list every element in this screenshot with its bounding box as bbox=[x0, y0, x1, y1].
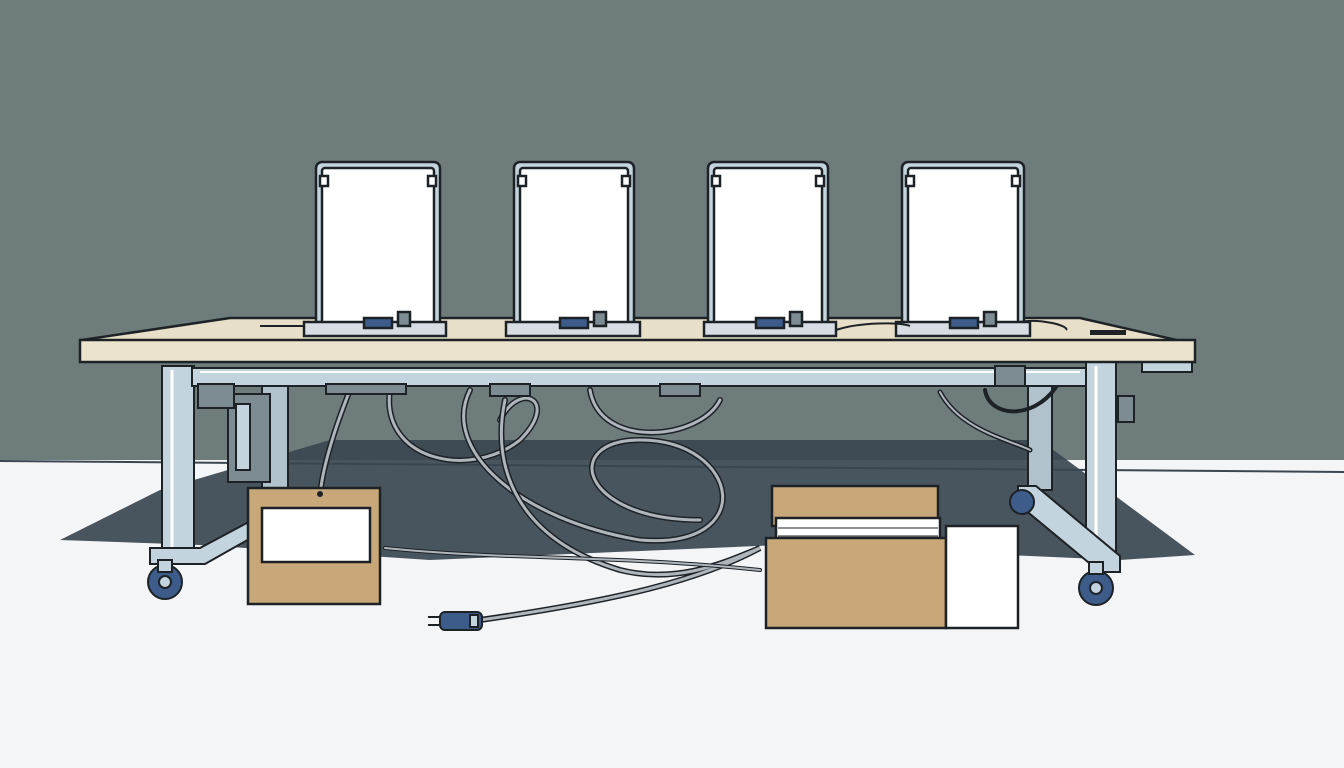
left-leg-assembly bbox=[147, 365, 291, 600]
floor-cable-core bbox=[384, 547, 761, 571]
cable-loop-2-core bbox=[387, 388, 539, 462]
panel-4-board bbox=[948, 316, 980, 330]
panel-1-corner-left bbox=[318, 174, 330, 188]
caster-hub-front-left bbox=[158, 575, 172, 589]
panel-1-screen bbox=[320, 166, 436, 326]
tabletop-label-plate bbox=[1090, 330, 1126, 335]
apron-module-1 bbox=[325, 383, 407, 395]
panel-2-screen bbox=[518, 166, 630, 326]
display-panel-3 bbox=[702, 160, 838, 338]
right-leg-assembly bbox=[1009, 357, 1193, 606]
sign-box-label bbox=[260, 506, 372, 564]
panel-2-board bbox=[558, 316, 590, 330]
tabletop-edge bbox=[78, 338, 1197, 364]
caster-fork-front-right bbox=[1088, 561, 1104, 575]
file-box-front bbox=[764, 536, 948, 630]
panel-3-screen bbox=[712, 166, 824, 326]
cable-loop-3-core bbox=[462, 388, 725, 543]
apron-module-4 bbox=[994, 365, 1026, 387]
apron-module-2 bbox=[489, 383, 531, 397]
sign-box-hole bbox=[317, 491, 323, 497]
apron-module-3 bbox=[659, 383, 701, 397]
panel-3-corner-left bbox=[710, 174, 722, 188]
display-panel-row bbox=[302, 160, 1068, 338]
panel-1-corner-right bbox=[426, 174, 438, 188]
panel-2-connector bbox=[592, 310, 608, 328]
panel-4-corner-right bbox=[1010, 174, 1022, 188]
display-panel-1 bbox=[302, 160, 448, 338]
plug-grip bbox=[469, 614, 479, 628]
power-plug-icon bbox=[428, 611, 483, 631]
right-side-bracket bbox=[1117, 395, 1135, 423]
left-front-leg bbox=[161, 365, 195, 555]
panel-3-connector bbox=[788, 310, 804, 328]
cable-loop-6 bbox=[983, 378, 1062, 414]
panel-4-connector bbox=[982, 310, 998, 328]
panel-1-connector bbox=[396, 310, 412, 328]
panel-1-board bbox=[362, 316, 394, 330]
apron-module-5 bbox=[197, 383, 235, 409]
panel-2-corner-right bbox=[620, 174, 632, 188]
file-box-side-panel bbox=[944, 524, 1020, 630]
right-front-leg bbox=[1085, 361, 1117, 559]
cardboard-file-box bbox=[764, 484, 1020, 630]
panel-4-corner-left bbox=[904, 174, 916, 188]
cable-loop-4-core bbox=[588, 388, 722, 434]
caster-wheel-rear-right bbox=[1009, 489, 1035, 515]
left-side-module-inner bbox=[235, 403, 251, 471]
panel-3-corner-right bbox=[814, 174, 826, 188]
panel-3-board bbox=[754, 316, 786, 330]
caster-hub-front-right bbox=[1089, 581, 1103, 595]
cable-bundle bbox=[317, 378, 1062, 623]
cardboard-sign-box bbox=[246, 486, 382, 606]
cable-loop-5-core bbox=[939, 391, 1031, 451]
display-panel-2 bbox=[504, 160, 642, 338]
panel-2-corner-left bbox=[516, 174, 528, 188]
tabletop-cable bbox=[835, 320, 1068, 331]
caster-fork-front-left bbox=[157, 559, 173, 573]
table-apron bbox=[191, 365, 1087, 409]
display-panel-4 bbox=[894, 160, 1032, 338]
panel-4-screen bbox=[906, 166, 1020, 326]
